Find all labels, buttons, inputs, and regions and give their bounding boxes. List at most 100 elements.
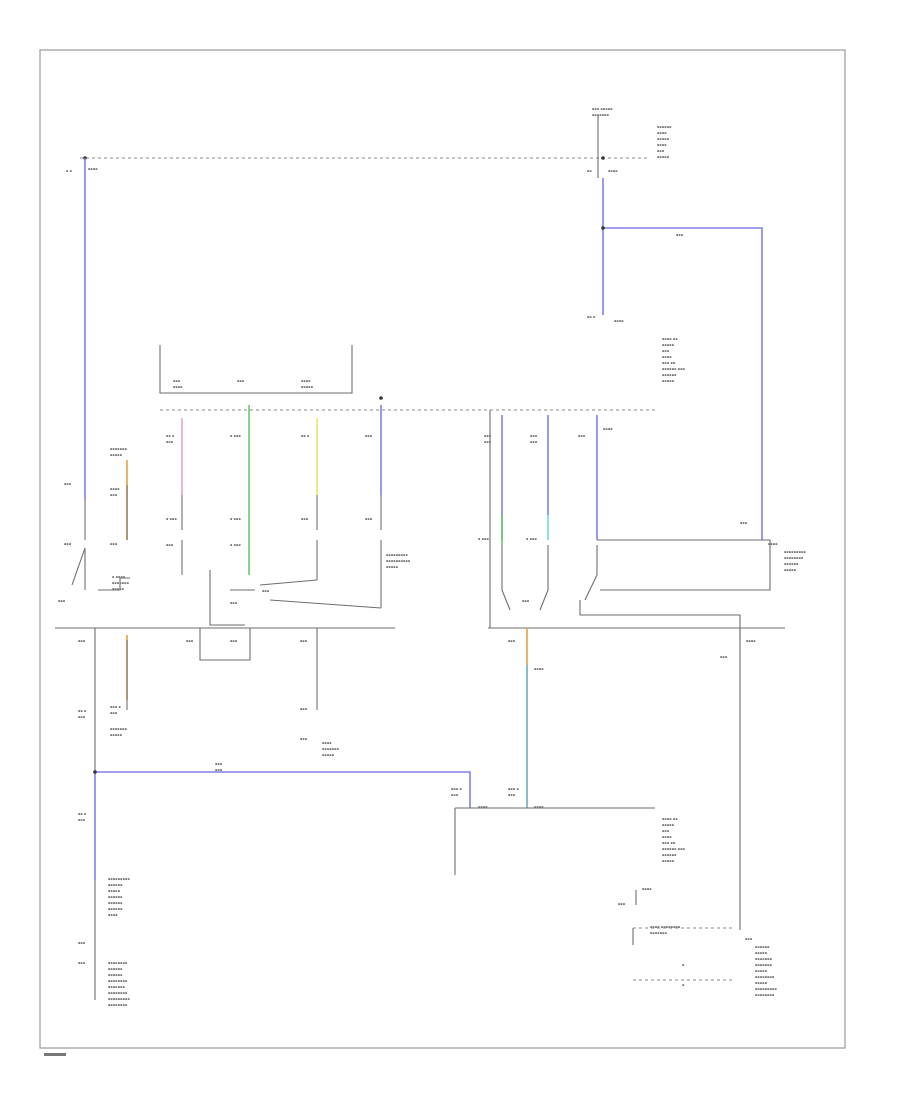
svg-text:▪▪▪▪▪: ▪▪▪▪▪ [662, 379, 675, 383]
svg-text:▪▪▪: ▪▪▪ [530, 440, 538, 444]
svg-text:▪▪▪▪▪▪: ▪▪▪▪▪▪ [108, 973, 123, 977]
svg-text:▪▪ ▪: ▪▪ ▪ [78, 812, 87, 816]
switch-housing-top: ▪▪▪ ▪▪▪▪ ▪▪▪ ▪▪▪▪ ▪▪▪▪▪ [159, 345, 353, 394]
bottom-left-component: ▪▪▪▪▪▪▪▪▪ ▪▪▪▪▪▪ ▪▪▪▪▪ ▪▪▪▪▪▪ ▪▪▪▪▪▪ ▪▪▪… [78, 877, 130, 1007]
svg-text:▪▪▪▪ ▪▪: ▪▪▪▪ ▪▪ [662, 337, 678, 341]
svg-text:▪▪▪▪▪▪: ▪▪▪▪▪▪ [657, 125, 672, 129]
svg-text:▪▪▪▪: ▪▪▪▪ [768, 542, 778, 546]
svg-text:▪▪▪: ▪▪▪ [662, 829, 670, 833]
svg-text:▪▪▪▪▪: ▪▪▪▪▪ [112, 587, 125, 591]
svg-text:▪▪▪: ▪▪▪ [522, 599, 530, 603]
svg-text:▪▪▪ ▪▪: ▪▪▪ ▪▪ [662, 361, 676, 365]
svg-text:▪▪▪: ▪▪▪ [186, 639, 194, 643]
svg-text:▪ ▪▪▪: ▪ ▪▪▪ [478, 537, 489, 541]
svg-text:▪▪▪: ▪▪▪ [166, 440, 174, 444]
svg-text:▪▪▪: ▪▪▪ [173, 379, 181, 383]
svg-text:▪▪▪: ▪▪▪ [64, 542, 72, 546]
svg-text:▪▪▪▪▪: ▪▪▪▪▪ [755, 981, 768, 985]
svg-text:▪▪▪▪▪▪▪▪▪: ▪▪▪▪▪▪▪▪▪ [108, 997, 130, 1001]
svg-text:▪▪▪: ▪▪▪ [110, 711, 118, 715]
svg-text:▪▪▪: ▪▪▪ [262, 589, 270, 593]
svg-text:▪▪▪▪▪▪▪: ▪▪▪▪▪▪▪ [755, 957, 773, 961]
svg-text:▪▪▪▪: ▪▪▪▪ [657, 131, 667, 135]
right-switch-wires: ▪▪▪ ▪▪▪ ▪▪▪ ▪▪▪ ▪▪▪ ▪▪▪▪ ▪ ▪▪▪ ▪ ▪▪▪ ▪▪▪… [478, 415, 806, 572]
svg-text:▪▪▪▪▪▪▪▪: ▪▪▪▪▪▪▪▪ [108, 1003, 128, 1007]
blue-wire-right-loop [603, 227, 763, 540]
svg-text:▪▪▪▪▪: ▪▪▪▪▪ [657, 155, 670, 159]
svg-text:▪▪▪: ▪▪▪ [215, 768, 223, 772]
svg-text:▪▪▪▪▪▪▪▪▪▪: ▪▪▪▪▪▪▪▪▪▪ [386, 559, 411, 563]
svg-text:▪▪▪: ▪▪▪ [451, 793, 459, 797]
svg-text:▪: ▪ [682, 963, 685, 967]
combination-switch: ▪▪▪▪▪▪▪▪▪ ▪▪▪▪▪▪▪▪▪▪ ▪▪▪▪▪ ▪▪▪ ▪▪▪ [181, 495, 411, 626]
svg-text:▪▪▪▪▪▪: ▪▪▪▪▪▪ [108, 895, 123, 899]
svg-text:▪▪▪▪: ▪▪▪▪ [662, 355, 672, 359]
svg-text:▪▪▪: ▪▪▪ [166, 543, 174, 547]
svg-text:▪▪▪▪▪: ▪▪▪▪▪ [755, 969, 768, 973]
svg-text:▪ ▪▪▪: ▪ ▪▪▪ [230, 434, 241, 438]
svg-text:▪▪▪: ▪▪▪ [745, 937, 753, 941]
svg-text:▪▪▪: ▪▪▪ [365, 434, 373, 438]
svg-text:▪▪▪▪ ▪▪: ▪▪▪▪ ▪▪ [662, 817, 678, 821]
svg-text:▪▪▪▪▪▪▪▪▪: ▪▪▪▪▪▪▪▪▪ [784, 550, 806, 554]
svg-text:▪▪▪: ▪▪▪ [484, 440, 492, 444]
diagram-frame [39, 49, 846, 1049]
svg-text:▪▪▪▪▪: ▪▪▪▪▪ [301, 385, 314, 389]
svg-text:▪▪▪▪▪▪▪▪: ▪▪▪▪▪▪▪▪ [784, 556, 804, 560]
svg-text:▪▪▪▪: ▪▪▪▪ [110, 487, 120, 491]
svg-text:▪▪▪: ▪▪▪ [720, 655, 728, 659]
svg-text:▪▪▪▪: ▪▪▪▪ [534, 805, 544, 809]
svg-text:▪▪▪▪▪▪: ▪▪▪▪▪▪ [755, 945, 770, 949]
svg-text:▪▪▪▪▪▪▪▪: ▪▪▪▪▪▪▪▪ [108, 961, 128, 965]
svg-text:▪▪▪▪▪▪▪▪▪: ▪▪▪▪▪▪▪▪▪ [108, 877, 130, 881]
svg-text:▪▪▪: ▪▪▪ [58, 599, 66, 603]
svg-text:▪▪▪: ▪▪▪ [78, 941, 86, 945]
svg-text:▪▪▪▪: ▪▪▪▪ [662, 835, 672, 839]
svg-text:▪ ▪▪▪: ▪ ▪▪▪ [526, 537, 537, 541]
svg-text:▪▪▪▪▪: ▪▪▪▪▪ [755, 951, 768, 955]
svg-text:▪▪▪: ▪▪▪ [740, 521, 748, 525]
svg-text:▪▪: ▪▪ [587, 169, 592, 173]
svg-text:▪▪▪: ▪▪▪ [657, 149, 665, 153]
svg-text:▪▪▪: ▪▪▪ [578, 434, 586, 438]
svg-text:▪▪▪▪▪: ▪▪▪▪▪ [108, 889, 121, 893]
svg-text:▪▪▪: ▪▪▪ [64, 482, 72, 486]
svg-text:▪▪▪: ▪▪▪ [110, 493, 118, 497]
svg-text:▪▪▪▪▪: ▪▪▪▪▪ [110, 453, 123, 457]
svg-text:▪▪▪ ▪: ▪▪▪ ▪ [508, 787, 519, 791]
svg-text:▪▪▪▪: ▪▪▪▪ [614, 319, 624, 323]
svg-text:▪▪▪: ▪▪▪ [508, 639, 516, 643]
left-blue-feed: ▪▪▪ ▪▪▪ ▪▪▪ [58, 158, 86, 603]
svg-text:▪▪▪▪: ▪▪▪▪ [173, 385, 183, 389]
svg-text:▪▪▪: ▪▪▪ [230, 639, 238, 643]
svg-text:▪▪▪▪▪▪▪▪▪: ▪▪▪▪▪▪▪▪▪ [386, 553, 408, 557]
svg-text:▪▪▪: ▪▪▪ [618, 902, 626, 906]
svg-text:▪▪▪▪▪▪▪▪: ▪▪▪▪▪▪▪▪ [108, 991, 128, 995]
svg-text:▪▪▪▪▪▪▪: ▪▪▪▪▪▪▪ [110, 727, 128, 731]
svg-text:▪▪▪▪▪: ▪▪▪▪▪ [662, 859, 675, 863]
lower-left-bus: ▪▪▪ ▪▪ ▪ ▪▪▪ ▪▪▪ ▪ ▪▪▪ ▪▪▪▪▪▪▪ ▪▪▪▪▪ ▪▪▪… [55, 627, 395, 772]
svg-text:▪▪▪▪: ▪▪▪▪ [603, 427, 613, 431]
svg-text:▪▪▪▪: ▪▪▪▪ [108, 913, 118, 917]
right-top-blue: ▪▪▪ ▪▪ ▪ ▪▪▪▪ ▪▪▪▪ ▪▪ ▪▪▪▪▪ ▪▪▪ ▪▪▪▪ ▪▪▪… [587, 178, 763, 540]
svg-text:▪▪▪: ▪▪▪ [110, 542, 118, 546]
svg-text:▪▪▪▪: ▪▪▪▪ [642, 887, 652, 891]
svg-text:▪▪▪▪▪: ▪▪▪▪▪ [322, 753, 335, 757]
svg-text:▪▪▪▪▪▪ ▪▪▪: ▪▪▪▪▪▪ ▪▪▪ [662, 367, 686, 371]
svg-text:▪▪▪▪▪▪: ▪▪▪▪▪▪ [108, 901, 123, 905]
svg-text:▪▪▪▪▪: ▪▪▪▪▪ [110, 733, 123, 737]
middle-bus [160, 396, 655, 411]
svg-text:▪▪▪▪▪▪▪▪: ▪▪▪▪▪▪▪▪ [755, 975, 775, 979]
svg-text:▪▪▪▪: ▪▪▪▪ [746, 639, 756, 643]
svg-text:▪▪▪: ▪▪▪ [300, 639, 308, 643]
blue-wire-bottom [95, 771, 471, 808]
svg-text:▪ ▪▪▪▪: ▪ ▪▪▪▪ [112, 575, 126, 579]
svg-text:▪▪▪▪▪: ▪▪▪▪▪ [657, 137, 670, 141]
svg-text:▪▪▪▪▪▪: ▪▪▪▪▪▪ [662, 373, 677, 377]
svg-text:▪▪▪▪▪▪▪▪▪: ▪▪▪▪▪▪▪▪▪ [755, 987, 777, 991]
left-lamp-assembly: ▪▪▪▪▪▪▪ ▪▪▪▪▪ ▪▪▪▪ ▪▪▪ ▪▪▪ ▪ ▪▪▪▪ ▪▪▪▪▪▪… [98, 447, 130, 591]
svg-text:▪ ▪▪▪: ▪ ▪▪▪ [230, 517, 241, 521]
svg-text:▪▪▪▪▪: ▪▪▪▪▪ [662, 823, 675, 827]
svg-text:▪▪▪: ▪▪▪ [662, 349, 670, 353]
svg-text:▪▪▪ ▪: ▪▪▪ ▪ [110, 705, 121, 709]
